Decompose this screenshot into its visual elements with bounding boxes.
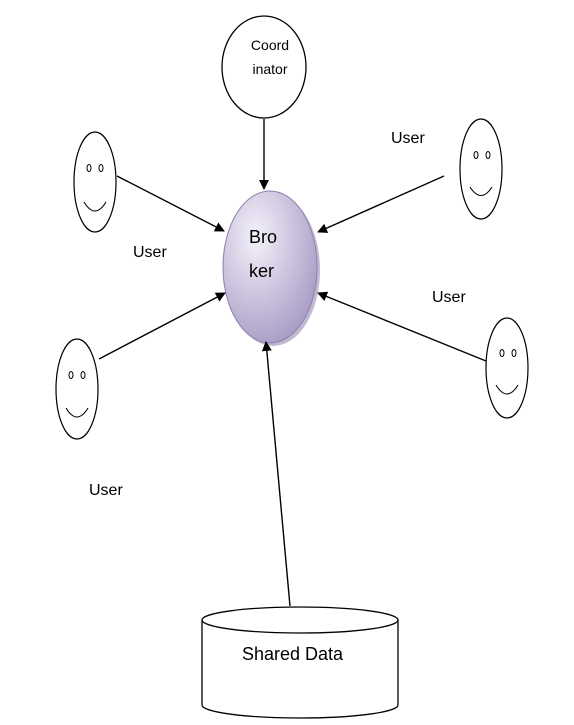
arrow-shared-data-to-broker bbox=[261, 341, 291, 607]
user-label-top-right: User bbox=[391, 130, 425, 147]
arrow-user-bottom-left-to-broker bbox=[98, 292, 226, 360]
user-label-bottom-right: User bbox=[432, 289, 466, 306]
coordinator-label: Coord inator bbox=[230, 33, 310, 81]
coordinator-label-line2: inator bbox=[252, 61, 288, 77]
coordinator-label-line1: Coord bbox=[250, 37, 290, 53]
shared-data-label: Shared Data bbox=[242, 644, 344, 664]
user-label-bottom-left: User bbox=[89, 482, 123, 499]
user-face-top-right bbox=[459, 118, 503, 220]
arrow-user-top-left-to-broker bbox=[116, 175, 225, 232]
shared-data-database bbox=[201, 606, 399, 719]
broker-label-line2: ker bbox=[249, 261, 275, 281]
broker-label-line1: Bro bbox=[249, 227, 278, 247]
user-label-top-left: User bbox=[133, 244, 167, 261]
arrow-user-bottom-right-to-broker bbox=[317, 291, 487, 362]
broker-label: Bro ker bbox=[249, 220, 277, 288]
arrow-user-top-right-to-broker bbox=[317, 175, 445, 233]
user-face-bottom-right bbox=[485, 317, 529, 419]
user-face-bottom-left bbox=[55, 338, 99, 440]
user-face-top-left bbox=[73, 131, 117, 233]
coordinator-node bbox=[221, 15, 307, 119]
